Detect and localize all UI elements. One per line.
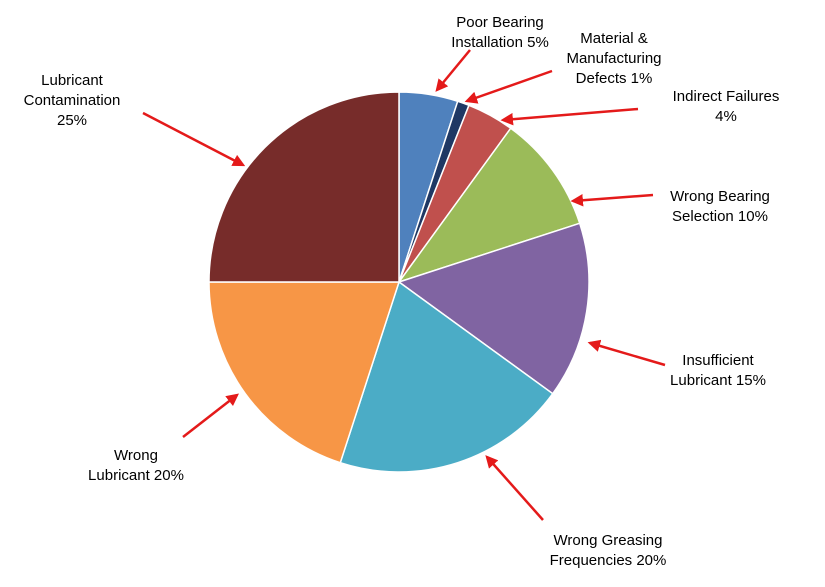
annotation-arrow bbox=[570, 193, 654, 207]
pie-slice bbox=[208, 91, 400, 283]
slice-label-line: Indirect Failures bbox=[673, 88, 780, 105]
label-arrows bbox=[142, 49, 666, 521]
pie-slice bbox=[208, 281, 401, 464]
slice-label-line: Frequencies 20% bbox=[550, 552, 667, 569]
slice-label-line: Defects 1% bbox=[576, 70, 653, 87]
slice-label-line: Material & bbox=[580, 30, 648, 47]
pie-slices bbox=[208, 91, 590, 473]
slice-label-line: 4% bbox=[715, 108, 737, 125]
annotation-arrow bbox=[435, 49, 471, 92]
slice-label-line: Installation 5% bbox=[451, 34, 549, 51]
slice-label-line: Wrong bbox=[114, 447, 158, 464]
pie-slice bbox=[339, 280, 554, 473]
slice-label-line: Manufacturing bbox=[566, 50, 661, 67]
slice-label-line: Selection 10% bbox=[672, 208, 768, 225]
slice-label-line: Wrong Greasing bbox=[554, 532, 663, 549]
slice-label-line: Lubricant bbox=[41, 72, 104, 89]
slice-label: Indirect Failures 4% bbox=[673, 88, 780, 125]
slice-label-line: 25% bbox=[57, 112, 87, 129]
annotation-arrow bbox=[485, 455, 544, 521]
slice-label-line: Contamination bbox=[24, 92, 121, 109]
pie-slice bbox=[397, 127, 581, 284]
slice-label-line: Insufficient bbox=[682, 352, 754, 369]
slice-label-line: Lubricant 15% bbox=[670, 372, 766, 389]
slice-label-line: Lubricant 20% bbox=[88, 467, 184, 484]
annotation-arrow bbox=[182, 393, 239, 438]
annotation-arrow bbox=[587, 339, 666, 367]
annotation-arrow bbox=[464, 69, 553, 104]
annotation-arrow bbox=[500, 107, 639, 126]
pie-slice bbox=[397, 222, 590, 395]
annotation-arrow bbox=[142, 111, 246, 167]
slice-label-line: Wrong Bearing bbox=[670, 188, 770, 205]
slice-label-line: Poor Bearing bbox=[456, 14, 544, 31]
